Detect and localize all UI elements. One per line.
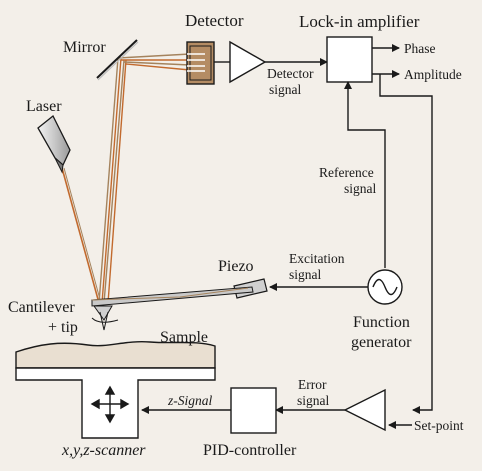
phase-label: Phase — [404, 41, 436, 56]
detector — [186, 41, 215, 85]
sample — [15, 340, 216, 369]
setpoint-label: Set-point — [414, 418, 464, 433]
scanner-label: x,y,z-scanner — [61, 442, 146, 459]
lockin-amplifier-box — [326, 36, 373, 83]
function-generator — [367, 269, 403, 305]
detector-amplifier — [229, 40, 267, 84]
move-arrows-icon — [90, 385, 130, 424]
cantilever-label-1: Cantilever — [8, 299, 75, 316]
reference-signal-label-2: signal — [344, 181, 376, 196]
amplitude-label: Amplitude — [404, 67, 462, 82]
cantilever — [91, 286, 254, 331]
error-signal-label-1: Error — [298, 377, 327, 392]
error-signal-label-2: signal — [297, 393, 329, 408]
mirror-label: Mirror — [63, 39, 106, 56]
sine-wave-icon — [372, 278, 398, 296]
laser-beams — [61, 53, 191, 304]
detector-signal-label-2: signal — [269, 82, 301, 97]
pid-controller-label: PID-controller — [203, 442, 297, 459]
lockin-label: Lock-in amplifier — [299, 12, 420, 31]
z-signal-label: z-Signal — [167, 393, 213, 408]
function-generator-label-2: generator — [351, 334, 412, 351]
piezo-label: Piezo — [218, 258, 254, 275]
function-generator-label-1: Function — [353, 314, 410, 331]
excitation-signal-label-1: Excitation — [289, 251, 345, 266]
excitation-signal-label-2: signal — [289, 267, 321, 282]
mirror — [96, 39, 139, 81]
detector-label: Detector — [185, 11, 244, 30]
laser-label: Laser — [26, 98, 62, 115]
error-amplifier — [343, 388, 386, 432]
scanner — [15, 367, 216, 439]
pid-controller-box — [230, 387, 277, 434]
sample-label: Sample — [160, 329, 208, 346]
laser — [37, 114, 71, 174]
cantilever-label-2: + tip — [48, 319, 78, 336]
reference-signal-label-1: Reference — [319, 165, 374, 180]
detector-signal-label-1: Detector — [267, 66, 314, 81]
